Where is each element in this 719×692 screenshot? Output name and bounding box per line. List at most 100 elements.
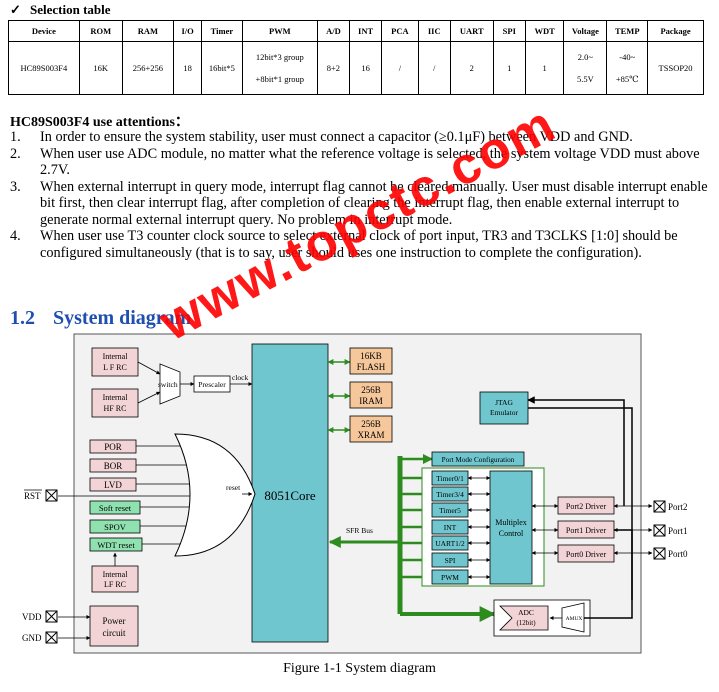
port2-pin-icon	[653, 500, 666, 513]
adc-label: (12bit)	[516, 619, 536, 627]
cell-device: HC89S003F4	[8, 41, 80, 95]
list-item: 1.In order to ensure the system stabilit…	[10, 129, 633, 145]
multiplex-label: Control	[499, 529, 524, 538]
list-item: 2.When user use ADC module, no matter wh…	[10, 145, 700, 179]
vdd-pin-icon	[45, 610, 58, 623]
internal-lfrc2-label: LF RC	[104, 580, 126, 589]
spov-label: SPOV	[104, 522, 127, 532]
wdt-reset-label: WDT reset	[97, 540, 135, 550]
attentions-title: HC89S003F4 use attentions：	[10, 115, 189, 130]
lvd-label: LVD	[104, 480, 122, 490]
power-label: Power	[103, 616, 126, 626]
column-header: Voltage	[563, 20, 608, 42]
cell-voltage: 2.0~5.5V	[563, 41, 608, 95]
switch-label: switch	[158, 380, 178, 389]
timer34-label: Timer3/4	[436, 490, 464, 499]
xram-label: 256B	[361, 419, 381, 429]
core-label: 8051Core	[264, 488, 316, 503]
list-item: 3.When external interrupt in query mode,…	[10, 178, 708, 228]
flash-label: 16KB	[360, 351, 382, 361]
reset-label: reset	[226, 483, 241, 492]
port-mode-box	[431, 451, 525, 467]
sfr-bus-label: SFR Bus	[346, 526, 373, 535]
flash-box	[349, 347, 393, 375]
gnd-pin-icon	[45, 631, 58, 644]
cell-iic: /	[417, 41, 451, 95]
por-label: POR	[104, 442, 122, 452]
table-row: HC89S003F4 16K 256+256 18 16bit*5 12bit*…	[8, 41, 704, 95]
cell-pwm: 12bit*3 group+8bit*1 group	[241, 41, 318, 95]
port0-pin-icon	[653, 547, 666, 560]
port0-driver-label: Port0 Driver	[566, 550, 607, 559]
port1-driver-label: Port1 Driver	[566, 526, 607, 535]
figure-caption: Figure 1-1 System diagram	[283, 661, 436, 676]
xram-label: XRAM	[357, 430, 384, 440]
selection-table: Device ROM RAM I/O Timer PWM A/D INT PCA…	[8, 20, 704, 95]
port-mode-label: Port Mode Configuration	[442, 456, 515, 464]
wdt-reset-box	[89, 537, 143, 552]
cell-spi: 1	[492, 41, 526, 95]
checkmark-icon: ✓	[10, 2, 21, 17]
iram-label: 256B	[361, 385, 381, 395]
lvd-box	[89, 477, 137, 492]
power-circuit-box	[89, 605, 139, 647]
internal-lfrc-label: Internal	[103, 352, 129, 361]
rst-pin-icon	[45, 489, 58, 502]
cell-pca: /	[381, 41, 419, 95]
cell-temp: -40~+85℃	[606, 41, 649, 95]
power-label: circuit	[103, 628, 126, 638]
clock-label: clock	[232, 373, 248, 382]
amux-label: AMUX	[566, 616, 583, 622]
uart-label: UART1/2	[435, 539, 465, 548]
flash-label: FLASH	[357, 362, 386, 372]
jtag-box	[479, 391, 529, 425]
internal-hfrc-label: HF RC	[104, 404, 127, 413]
gnd-label: GND	[22, 633, 42, 643]
port1-label: Port1	[668, 526, 688, 536]
prescaler-label: Prescaler	[198, 380, 226, 389]
soft-reset-box	[89, 500, 141, 515]
adc-box	[499, 605, 549, 631]
iram-box	[349, 381, 393, 409]
bor-box	[89, 458, 137, 473]
iram-label: IRAM	[359, 396, 383, 406]
cell-package: TSSOP20	[647, 41, 704, 95]
multiplex-label: Multiplex	[495, 518, 527, 527]
spov-box	[89, 519, 141, 534]
selection-title: ✓Selection table	[10, 2, 111, 17]
port2-label: Port2	[668, 502, 688, 512]
internal-lfrc-label: L F RC	[103, 363, 127, 372]
clock-switch	[159, 363, 181, 405]
soft-reset-label: Soft reset	[99, 503, 132, 513]
port0-label: Port0	[668, 549, 688, 559]
amux-box	[561, 602, 585, 633]
timer01-label: Timer0/1	[436, 474, 464, 483]
port1-pin-icon	[653, 524, 666, 537]
internal-lfrc2-box	[91, 565, 139, 593]
internal-hfrc-box	[91, 388, 139, 418]
xram-box	[349, 415, 393, 443]
adc-label: ADC	[518, 608, 534, 617]
list-item: 4.When user use T3 counter clock source …	[10, 228, 678, 261]
cell-io: 18	[173, 41, 203, 95]
cell-ram: 256+256	[121, 41, 175, 95]
rst-pin-label: RST	[24, 491, 41, 501]
attentions-list: 1.In order to ensure the system stabilit…	[0, 129, 712, 261]
jtag-label: Emulator	[490, 408, 518, 417]
internal-hfrc-label: Internal	[103, 393, 129, 402]
spi-label: SPI	[445, 556, 456, 565]
por-box	[89, 439, 137, 454]
port2-driver-label: Port2 Driver	[566, 502, 607, 511]
pwm-label: PWM	[441, 573, 459, 582]
jtag-label: JTAG	[495, 398, 513, 407]
or-gate	[174, 433, 256, 557]
vdd-label: VDD	[22, 612, 42, 622]
timer5-label: Timer5	[439, 506, 461, 515]
int-label: INT	[444, 523, 457, 532]
bor-label: BOR	[104, 461, 123, 471]
internal-lfrc2-label: Internal	[103, 570, 129, 579]
core-box	[251, 343, 329, 643]
multiplex-box	[489, 470, 533, 585]
